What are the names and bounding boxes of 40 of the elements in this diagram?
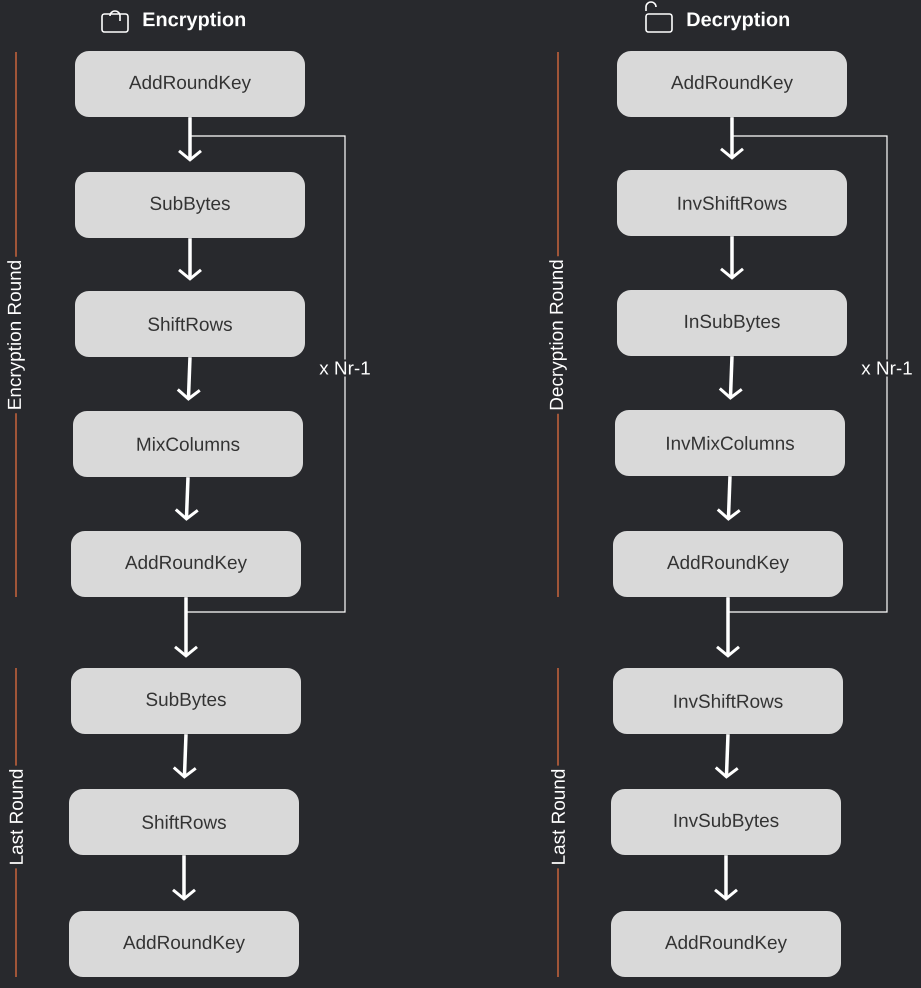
step-box: MixColumns	[73, 411, 303, 477]
arrow	[714, 734, 739, 779]
arrow	[718, 356, 743, 400]
step-box: SubBytes	[75, 172, 305, 238]
loop-line	[727, 117, 888, 613]
arrow	[178, 117, 202, 162]
edge-label: x Nr-1	[317, 360, 373, 377]
column-heading: Encryption	[144, 12, 246, 30]
loop-line	[185, 117, 346, 613]
step-box: AddRoundKey	[617, 51, 847, 117]
round-label: Decryption Round	[546, 256, 570, 414]
arrow	[716, 597, 740, 658]
arrow	[716, 476, 741, 521]
arrow	[172, 855, 196, 901]
arrow	[176, 357, 201, 401]
step-box: InvSubBytes	[611, 789, 841, 855]
step-box: AddRoundKey	[75, 51, 305, 117]
arrow	[714, 855, 738, 901]
round-label: Last Round	[6, 766, 26, 868]
edge-label: x Nr-1	[859, 360, 915, 377]
arrow	[172, 734, 197, 779]
step-box: AddRoundKey	[611, 911, 841, 977]
step-box: AddRoundKey	[69, 911, 299, 977]
step-box: AddRoundKey	[71, 531, 301, 597]
arrow	[178, 238, 202, 281]
arrow	[174, 597, 198, 658]
step-box: InvShiftRows	[617, 170, 847, 236]
arrow	[720, 236, 744, 280]
column-heading: Decryption	[688, 12, 790, 30]
arrow	[174, 477, 199, 521]
step-box: InvMixColumns	[615, 410, 845, 476]
step-box: ShiftRows	[75, 291, 305, 357]
arrow	[720, 117, 744, 160]
round-label: Encryption Round	[4, 256, 28, 414]
step-box: SubBytes	[71, 668, 301, 734]
round-label: Last Round	[548, 766, 568, 868]
step-box: InSubBytes	[617, 290, 847, 356]
step-box: AddRoundKey	[613, 531, 843, 597]
step-box: InvShiftRows	[613, 668, 843, 734]
step-box: ShiftRows	[69, 789, 299, 855]
